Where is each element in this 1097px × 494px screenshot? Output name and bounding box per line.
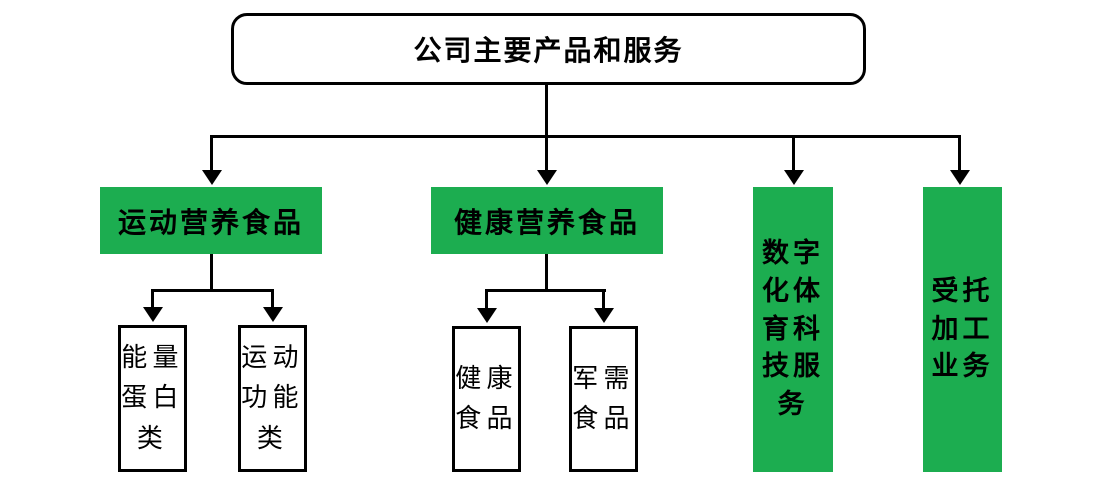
arrow-down-icon [262, 307, 283, 322]
arrow-down-icon [536, 170, 557, 185]
connector-branch1-horizontal [151, 289, 274, 292]
connector-stub-branch-2 [545, 254, 548, 292]
root-box: 公司主要产品和服务 [231, 13, 866, 85]
connector-drop-leaf-3 [485, 289, 488, 310]
leaf-label: 运动功能类 [241, 343, 304, 453]
leaf-box-sports-function: 运动功能类 [238, 325, 307, 472]
arrow-down-icon [949, 170, 970, 185]
branch-box-digital-sports-tech: 数字化体育科技服务 [753, 187, 833, 472]
leaf-box-health-food: 健康食品 [452, 326, 521, 472]
branch-label: 运动营养食品 [117, 207, 304, 239]
arrow-down-icon [142, 307, 163, 322]
branch-box-entrusted-processing: 受托加工业务 [923, 187, 1002, 472]
connector-drop-leaf-4 [602, 289, 605, 310]
leaf-box-military-food: 军需食品 [569, 326, 638, 472]
connector-branch2-horizontal [485, 289, 606, 292]
arrow-down-icon [593, 308, 614, 323]
branch-label: 受托加工业务 [931, 275, 994, 382]
connector-stub-branch-1 [210, 254, 213, 292]
arrow-down-icon [201, 170, 222, 185]
leaf-label: 健康食品 [455, 363, 518, 433]
arrow-down-icon [783, 170, 804, 185]
arrow-down-icon [476, 308, 497, 323]
leaf-label: 军需食品 [572, 363, 635, 433]
connector-drop-leaf-2 [271, 289, 274, 310]
root-label: 公司主要产品和服务 [413, 36, 684, 67]
branch-label: 数字化体育科技服务 [761, 238, 825, 420]
connector-trunk-vertical [545, 85, 548, 138]
branch-box-sports-nutrition: 运动营养食品 [100, 187, 322, 254]
connector-drop-branch-4 [958, 135, 961, 170]
connector-drop-branch-2 [545, 135, 548, 170]
leaf-box-energy-protein: 能量蛋白类 [118, 325, 187, 472]
connector-drop-leaf-1 [151, 289, 154, 310]
connector-level1-horizontal [210, 135, 961, 138]
branch-label: 健康营养食品 [453, 207, 640, 239]
connector-drop-branch-3 [792, 135, 795, 170]
connector-drop-branch-1 [210, 135, 213, 170]
leaf-label: 能量蛋白类 [121, 343, 184, 453]
branch-box-health-nutrition: 健康营养食品 [431, 187, 663, 254]
